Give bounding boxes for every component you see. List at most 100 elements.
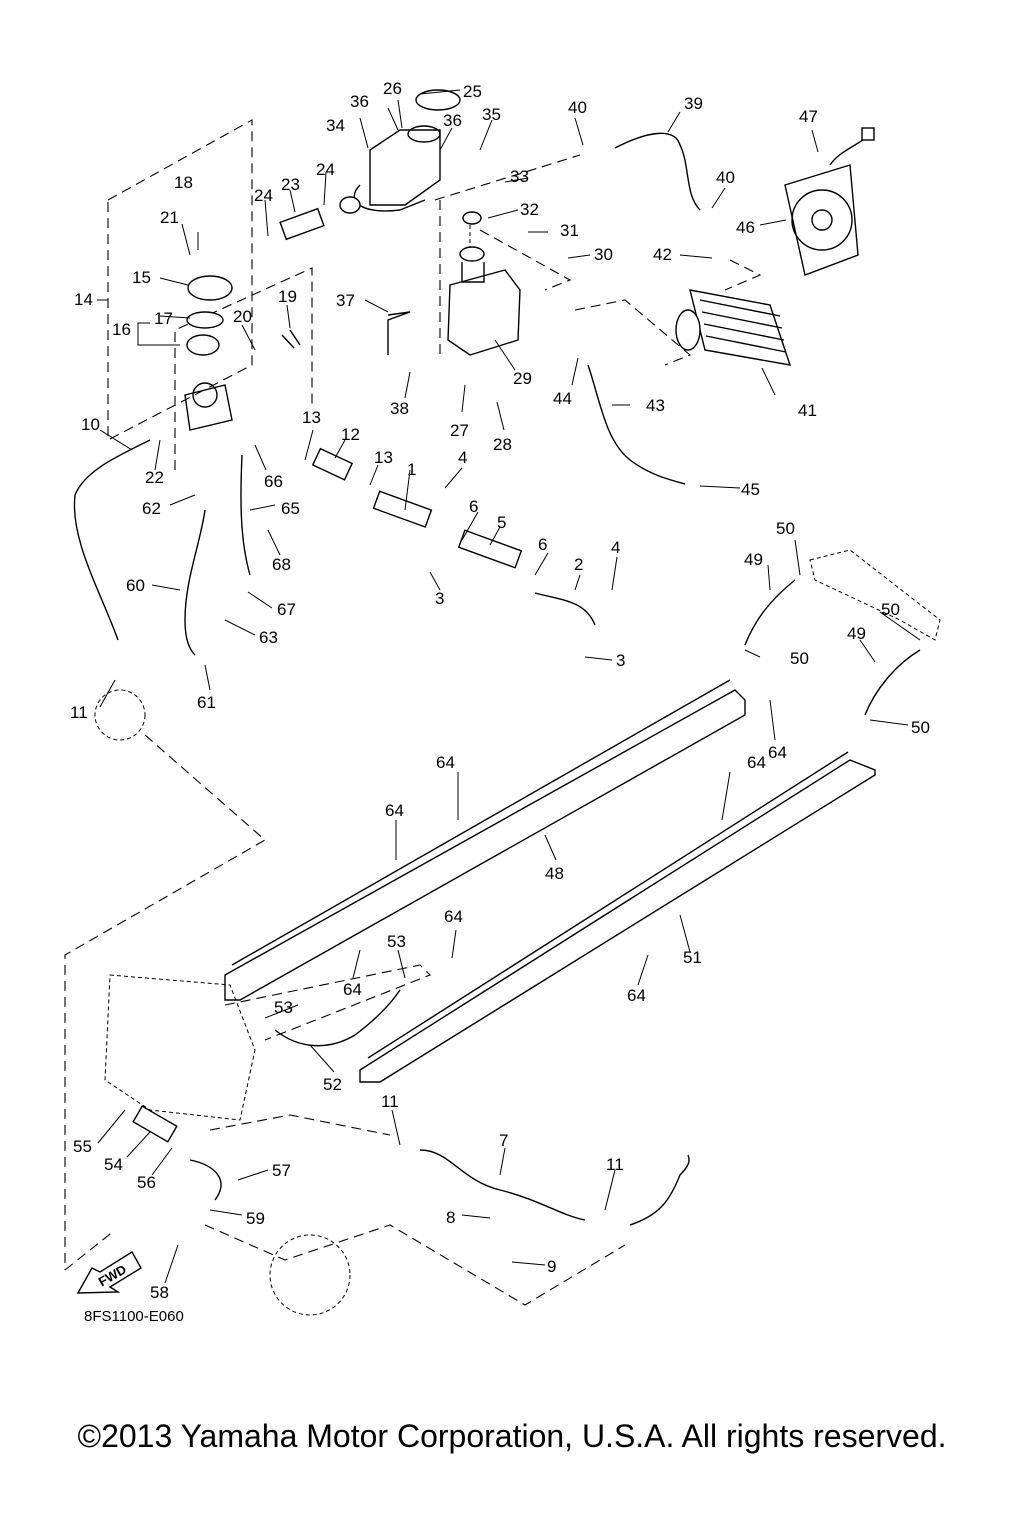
callout-22: 22 xyxy=(145,468,164,487)
callout-51: 51 xyxy=(683,948,702,967)
callout-4: 4 xyxy=(458,448,467,467)
callout-19: 19 xyxy=(278,287,297,306)
callout-33: 33 xyxy=(510,167,529,186)
callout-68: 68 xyxy=(272,555,291,574)
callout-28: 28 xyxy=(493,435,512,454)
callout-40: 40 xyxy=(568,98,587,117)
routing-lines xyxy=(64,154,762,1306)
callout-54: 54 xyxy=(104,1155,123,1174)
callout-17: 17 xyxy=(154,309,173,328)
callout-21: 21 xyxy=(160,208,179,227)
hose-54 xyxy=(132,1105,178,1143)
callout-23: 23 xyxy=(281,175,300,194)
hose-12 xyxy=(311,447,354,481)
callout-13: 13 xyxy=(374,448,393,467)
callout-53: 53 xyxy=(387,932,406,951)
callout-57: 57 xyxy=(272,1161,291,1180)
callout-66: 66 xyxy=(264,472,283,491)
callout-3: 3 xyxy=(616,651,625,670)
hose-2 xyxy=(534,592,596,626)
callout-53: 53 xyxy=(274,998,293,1017)
thermostat-housing xyxy=(184,275,301,431)
callout-3: 3 xyxy=(435,589,444,608)
callout-58: 58 xyxy=(150,1283,169,1302)
callout-32: 32 xyxy=(520,200,539,219)
hose-5 xyxy=(457,529,523,569)
callout-64: 64 xyxy=(444,907,463,926)
pipe-outlet-right xyxy=(629,1154,690,1226)
hose-52 xyxy=(274,989,401,1047)
radiator-fan-46 xyxy=(784,127,875,276)
callout-36: 36 xyxy=(350,92,369,111)
callout-20: 20 xyxy=(233,307,252,326)
coolant-reservoir-upper xyxy=(339,89,461,214)
callout-40: 40 xyxy=(716,168,735,187)
callout-9: 9 xyxy=(547,1257,556,1276)
callout-15: 15 xyxy=(132,268,151,287)
engine-outline xyxy=(94,689,351,1316)
callout-26: 26 xyxy=(383,79,402,98)
callout-64: 64 xyxy=(436,753,455,772)
callout-42: 42 xyxy=(653,245,672,264)
radiator-41 xyxy=(675,289,792,366)
hose-49a xyxy=(744,579,796,646)
callout-45: 45 xyxy=(741,480,760,499)
callout-5: 5 xyxy=(497,513,506,532)
callout-39: 39 xyxy=(684,94,703,113)
rear-heat-exchanger-outline xyxy=(809,549,941,641)
callout-11: 11 xyxy=(381,1092,399,1111)
callout-13: 13 xyxy=(302,408,321,427)
hose-23 xyxy=(279,207,325,241)
callout-2: 2 xyxy=(574,555,583,574)
diagram-code: 8FS1100-E060 xyxy=(84,1308,184,1325)
callout-46: 46 xyxy=(736,218,755,237)
callout-47: 47 xyxy=(799,107,818,126)
copyright-notice: ©2013 Yamaha Motor Corporation, U.S.A. A… xyxy=(77,1418,947,1454)
hose-57 xyxy=(189,1159,222,1201)
callout-31: 31 xyxy=(560,221,579,240)
pipe-1 xyxy=(372,490,433,528)
callout-50: 50 xyxy=(776,519,795,538)
callout-61: 61 xyxy=(197,693,216,712)
callout-27: 27 xyxy=(450,421,469,440)
callout-35: 35 xyxy=(482,105,501,124)
callout-4: 4 xyxy=(611,538,620,557)
callout-50: 50 xyxy=(790,649,809,668)
callout-50: 50 xyxy=(881,600,900,619)
callout-11: 11 xyxy=(70,703,88,722)
callout-63: 63 xyxy=(259,628,278,647)
hose-43 xyxy=(587,364,686,485)
coolant-overflow-tank xyxy=(439,200,521,360)
hose-10 xyxy=(73,439,151,641)
callout-18: 18 xyxy=(174,173,193,192)
callout-10: 10 xyxy=(81,415,100,434)
hose-60 xyxy=(184,509,206,656)
callout-49: 49 xyxy=(847,624,866,643)
callout-30: 30 xyxy=(594,245,613,264)
callout-7: 7 xyxy=(499,1131,508,1150)
callout-50: 50 xyxy=(911,718,930,737)
callout-14: 14 xyxy=(74,290,93,309)
callout-24: 24 xyxy=(316,160,335,179)
callout-56: 56 xyxy=(137,1173,156,1192)
callout-48: 48 xyxy=(545,864,564,883)
callout-44: 44 xyxy=(553,389,572,408)
callout-64: 64 xyxy=(385,801,404,820)
callout-60: 60 xyxy=(126,576,145,595)
callout-8: 8 xyxy=(446,1208,455,1227)
grommet-32 xyxy=(462,211,482,225)
callout-64: 64 xyxy=(627,986,646,1005)
heat-exchanger-51 xyxy=(359,751,876,1083)
callout-38: 38 xyxy=(390,399,409,418)
callout-49: 49 xyxy=(744,550,763,569)
callout-6: 6 xyxy=(538,535,547,554)
callout-55: 55 xyxy=(73,1137,92,1156)
callout-67: 67 xyxy=(277,600,296,619)
callout-36: 36 xyxy=(443,111,462,130)
thermostat-assembly-frame xyxy=(107,119,313,470)
callout-29: 29 xyxy=(513,369,532,388)
callout-24: 24 xyxy=(254,186,273,205)
callout-62: 62 xyxy=(142,499,161,518)
